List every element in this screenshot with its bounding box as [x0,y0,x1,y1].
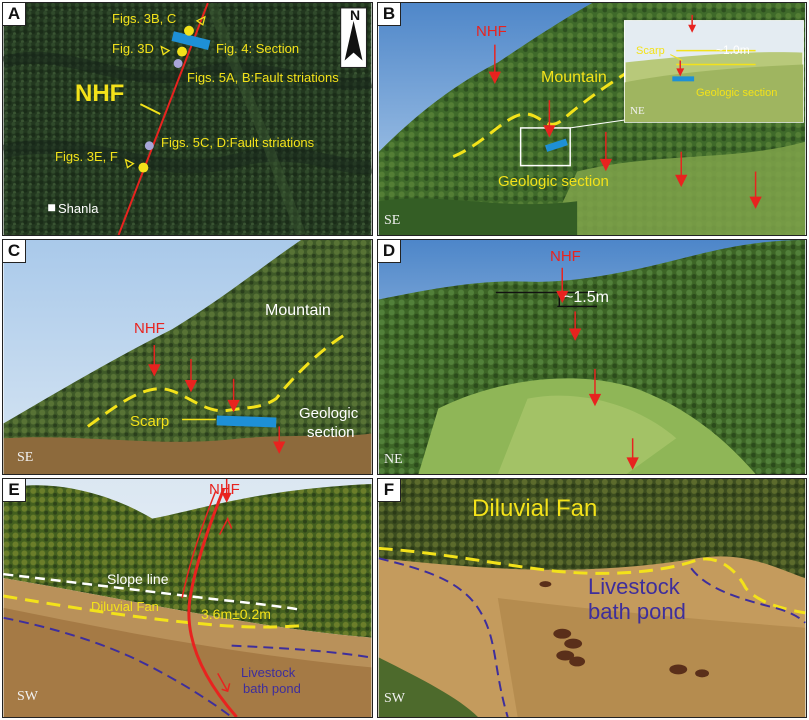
pond-label-line2: bath pond [243,681,301,696]
scarp-label: Scarp [130,413,170,430]
section-label-line2: section [307,424,355,441]
section-label-line1: Geologic [299,405,359,422]
fault-label: NHF [209,481,240,498]
pond-label-line1: Livestock [588,574,680,599]
section-marker [545,138,568,152]
site-label-3bc: Figs. 3B, C [112,11,177,26]
fault-label: NHF [476,23,507,40]
mountain-label: Mountain [541,69,607,86]
panel-label: F [378,479,401,502]
scarp-dashed-line [452,59,648,159]
panel-label: B [378,3,401,26]
photo-diluvial-fan-offset [3,479,372,717]
pond-label-line1: Livestock [241,665,296,680]
inset-scarp-label: Scarp [636,45,665,57]
offset-label: 3.6m±0.2m [201,606,271,622]
north-label: N [350,7,361,23]
height-label: ~1.5m [564,289,609,306]
satellite-image [3,3,372,235]
site-label-3ef: Figs. 3E, F [55,149,118,164]
village-marker [48,204,56,212]
mountain-label: Mountain [265,302,331,319]
panel-label: E [3,479,26,502]
orientation-label: SE [384,213,401,228]
site-dot-5cd [144,141,154,151]
fault-label: NHF [75,80,125,107]
site-dot-3bc [184,25,194,36]
fan-dashed-line [378,546,806,615]
section-marker [216,415,277,428]
photo-pond-with-cattle [378,479,806,717]
pond-boundary-line [3,616,233,717]
site-dot-3ef [138,162,149,173]
pond-boundary-line [378,557,509,717]
north-arrow-icon [344,20,363,61]
fault-trace-line [187,488,238,717]
section-marker [171,31,211,51]
photo-mountain-slope [378,3,806,235]
inset-orientation: NE [630,105,645,117]
slope-label: Slope line [107,571,169,587]
site-label-3d: Fig. 3D [112,41,154,56]
panel-f-photo: F Diluvial Fan Livestock bath pond SW [377,478,807,718]
site-dot-3d [177,46,188,57]
orientation-label: SW [17,689,38,704]
slope-dashed-line [3,572,302,612]
fault-arrows [488,44,762,209]
inset-section-label: Geologic section [696,87,778,99]
scarp-dashed-line [86,332,347,428]
site-label-5cd: Figs. 5C, D:Fault striations [161,135,315,150]
panel-b-photo: B NHF Mountain Geologic section Scarp ~1… [377,2,807,236]
village-label: Shanla [58,201,99,216]
fault-arrows [556,267,639,470]
fan-dashed-line [3,594,302,629]
panel-label: C [3,240,26,263]
panel-label: A [3,3,26,26]
panel-e-photo: E NHF Slope line Diluvial Fan 3.6m±0.2m … [2,478,373,718]
orientation-label: NE [384,452,403,467]
fault-label: NHF [550,248,581,265]
photo-meadow-valley [378,240,806,474]
panel-a-satellite-map: A N NHF Figs. 3B, C Fig. 3D Fig. 4: Sect… [2,2,373,236]
pond-label-line2: bath pond [588,599,686,624]
inset-height-label: ~1.0m [716,43,750,57]
orientation-label: SW [384,691,405,706]
panel-d-photo: D NHF ~1.5m NE [377,239,807,475]
photo-forested-slope [3,240,372,474]
site-dot-5ab [173,59,183,68]
panel-c-photo: C NHF Mountain Scarp Geologic section SE [2,239,373,475]
inset-section-marker [672,76,695,82]
site-label-4: Fig. 4: Section [216,41,300,56]
fault-label: NHF [134,320,165,337]
panel-label: D [378,240,401,263]
cattle-group [539,581,710,678]
section-label: Geologic section [498,173,609,190]
fault-arrows [148,345,286,454]
fan-label: Diluvial Fan [91,599,159,614]
fan-label: Diluvial Fan [472,495,598,522]
orientation-label: SE [17,450,34,465]
site-label-5ab: Figs. 5A, B:Fault striations [187,70,339,85]
